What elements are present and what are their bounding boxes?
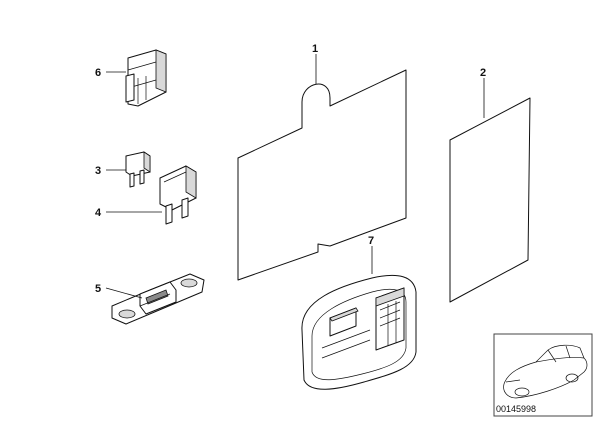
- diagram-id: 00145998: [496, 404, 536, 414]
- callout-5: 5: [95, 283, 101, 295]
- callout-2: 2: [480, 67, 486, 79]
- callout-6: 6: [95, 67, 101, 79]
- callout-4: 4: [95, 207, 102, 219]
- vehicle-thumbnail: 00145998: [493, 333, 593, 417]
- part-1-sheet[interactable]: [237, 69, 407, 281]
- callout-7: 7: [368, 235, 374, 247]
- callout-1: 1: [312, 43, 318, 55]
- part-3-mini-fuse[interactable]: [125, 151, 151, 188]
- part-4-maxi-fuse[interactable]: [159, 165, 197, 225]
- part-6-clip[interactable]: [125, 49, 167, 107]
- part-7-fuse-carrier[interactable]: [301, 274, 417, 390]
- leader-5: [105, 287, 143, 299]
- callout-3: 3: [95, 165, 101, 177]
- part-5-strip-fuse[interactable]: [111, 273, 205, 325]
- car-icon: [503, 344, 588, 399]
- part-2-sheet[interactable]: [449, 97, 531, 303]
